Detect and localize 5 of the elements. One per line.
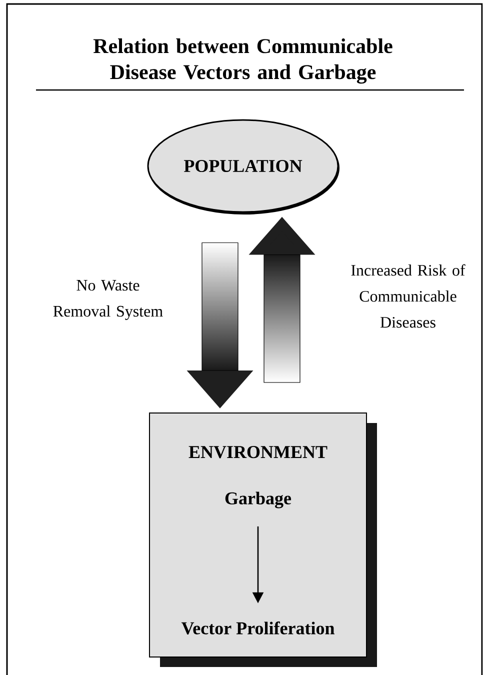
edge-label: Increased Risk of Communicable Diseases bbox=[351, 264, 466, 328]
title: Relation between Communicable Disease Vectors and Garbage bbox=[93, 38, 392, 84]
box-text: Garbage bbox=[225, 492, 292, 508]
edge-label: No Waste Removal System bbox=[53, 280, 163, 320]
box-text: Vector Proliferation bbox=[181, 622, 334, 634]
